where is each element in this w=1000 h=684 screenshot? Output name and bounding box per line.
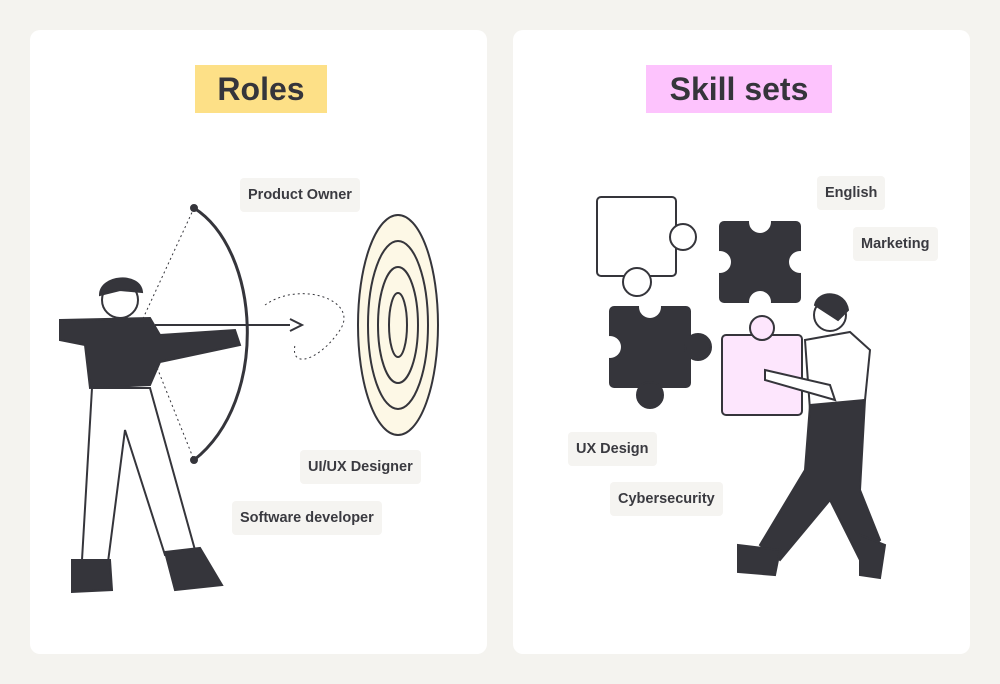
target-illustration — [357, 214, 439, 436]
skill-tag-ux-design: UX Design — [568, 432, 657, 466]
puzzle-illustration — [596, 196, 811, 416]
role-tag-software-developer: Software developer — [232, 501, 382, 535]
man-illustration — [737, 293, 887, 580]
roles-title: Roles — [195, 65, 327, 113]
arrow-trail — [264, 293, 345, 360]
skill-tag-cybersecurity: Cybersecurity — [610, 482, 723, 516]
archer-illustration — [59, 204, 305, 594]
skill-sets-title: Skill sets — [646, 65, 832, 113]
skill-tag-english: English — [817, 176, 886, 210]
role-tag-ui-ux-designer: UI/UX Designer — [300, 450, 421, 484]
skill-tag-marketing: Marketing — [853, 227, 938, 261]
role-tag-product-owner: Product Owner — [240, 178, 360, 212]
